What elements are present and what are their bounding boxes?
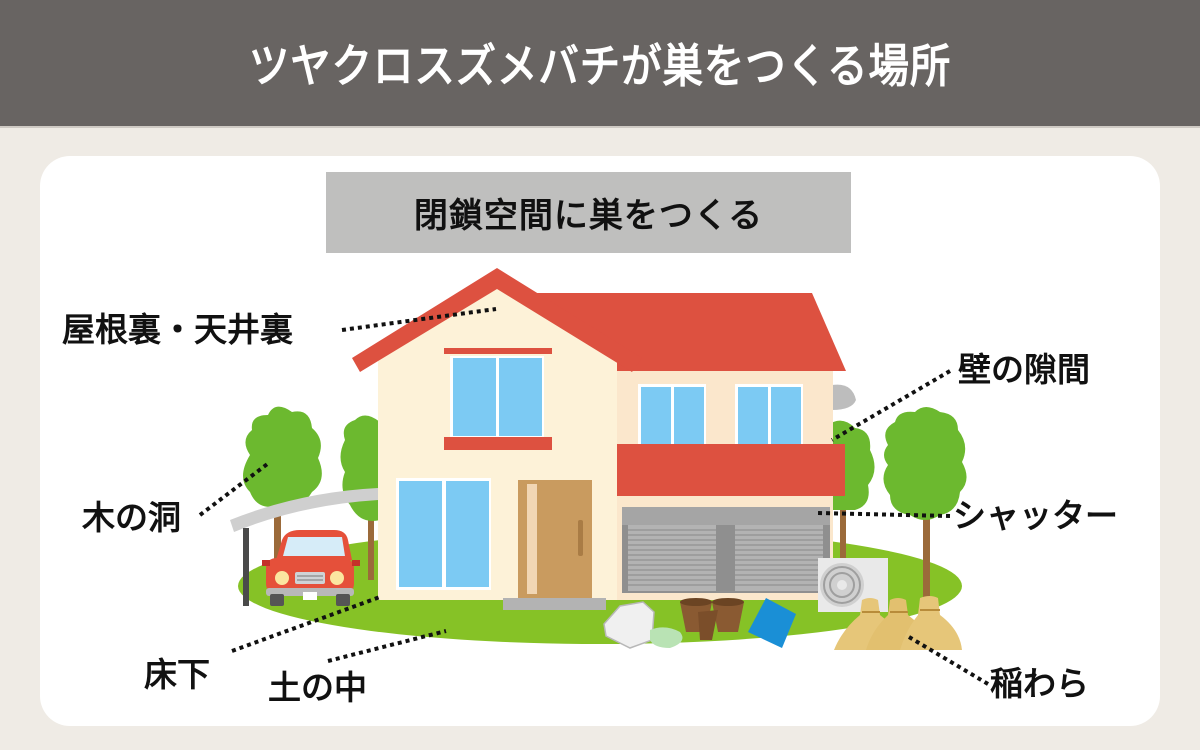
header-banner: ツヤクロスズメバチが巣をつくる場所 bbox=[0, 0, 1200, 128]
window-upper-right-2-icon bbox=[735, 384, 803, 447]
page-title: ツヤクロスズメバチが巣をつくる場所 bbox=[248, 39, 952, 93]
tree-left-1-icon bbox=[243, 406, 322, 580]
balcony bbox=[617, 444, 845, 496]
leader-tree-hollow bbox=[198, 460, 272, 517]
window-lower-main-icon bbox=[396, 478, 491, 590]
leader-shutter bbox=[817, 511, 951, 518]
leader-lines bbox=[198, 307, 990, 686]
door-icon bbox=[503, 480, 606, 610]
window-upper-main-icon bbox=[444, 348, 552, 450]
rice-straw-icon bbox=[834, 596, 962, 650]
label-shutter: シャッター bbox=[953, 496, 1118, 535]
leader-wall-gap bbox=[830, 369, 952, 442]
subtitle-text: 閉鎖空間に巣をつくる bbox=[413, 196, 764, 236]
styrofoam-box-icon bbox=[603, 601, 683, 649]
car-icon bbox=[262, 530, 360, 606]
blue-sheet-icon bbox=[748, 598, 796, 648]
label-under-floor: 床下 bbox=[144, 655, 210, 694]
window-upper-right-1-icon bbox=[638, 384, 706, 447]
ac-unit-icon bbox=[818, 558, 888, 612]
dish-icon bbox=[832, 384, 856, 410]
leader-under-floor bbox=[231, 595, 381, 653]
leader-attic bbox=[341, 307, 497, 332]
shutter-icon bbox=[622, 507, 830, 593]
subtitle-banner: 閉鎖空間に巣をつくる bbox=[326, 172, 851, 253]
label-wall-gap: 壁の隙間 bbox=[958, 350, 1090, 389]
label-rice-straw: 稲わら bbox=[990, 664, 1089, 703]
label-underground: 土の中 bbox=[268, 668, 367, 707]
label-tree-hollow: 木の洞 bbox=[82, 498, 181, 537]
carport-icon bbox=[230, 488, 378, 606]
gable-roof bbox=[352, 268, 642, 372]
label-attic: 屋根裏・天井裏 bbox=[62, 310, 293, 349]
flower-pots-icon bbox=[680, 598, 744, 640]
